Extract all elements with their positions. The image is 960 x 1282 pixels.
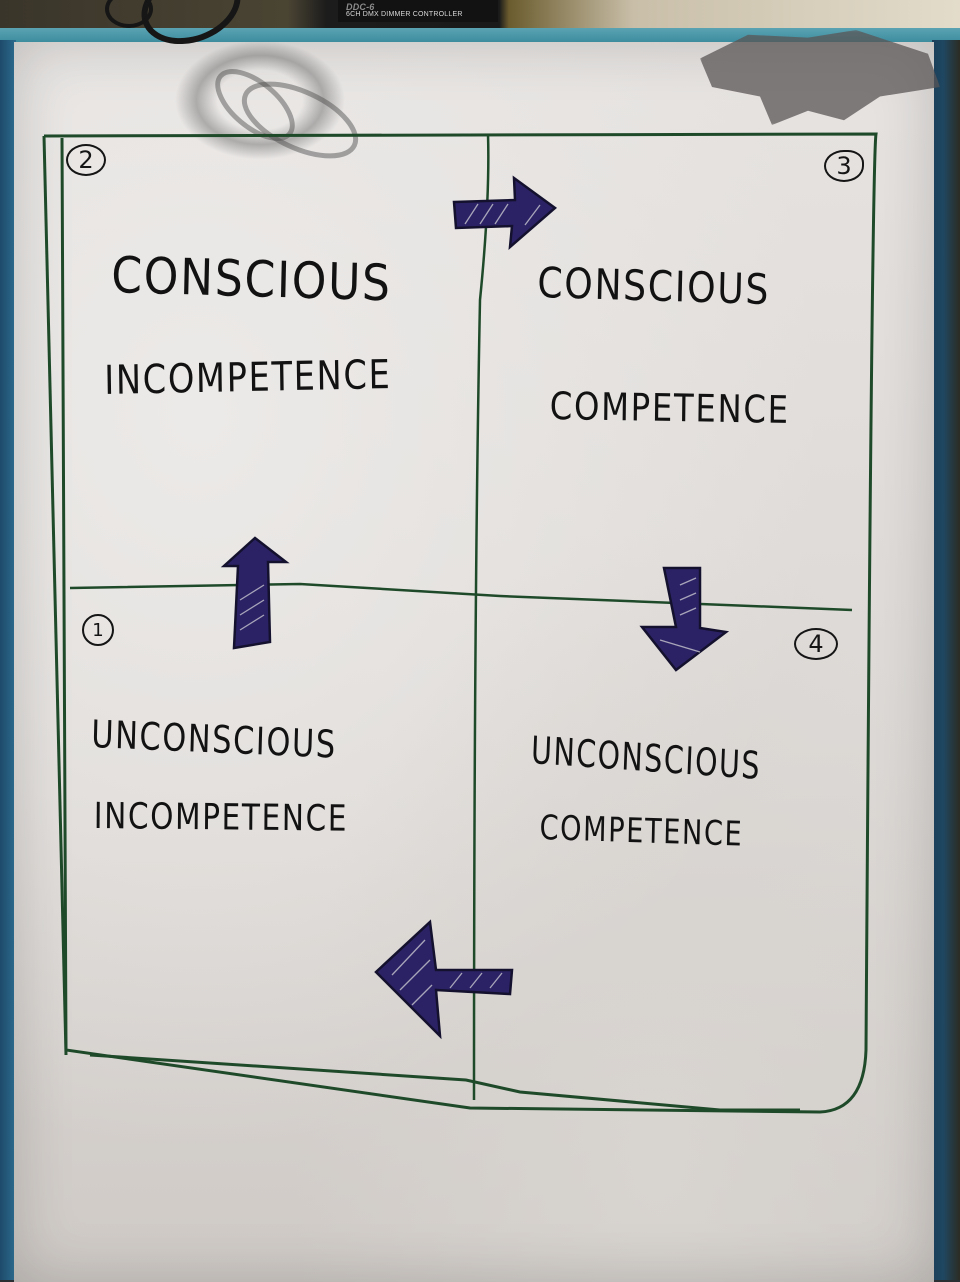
quadrant-label-line2: COMPETENCE [539, 808, 744, 855]
quadrant-label-line1: CONSCIOUS [536, 258, 771, 315]
quadrant-label-line1: CONSCIOUS [110, 246, 393, 313]
grid-vertical-divider [472, 133, 490, 1101]
quadrant-number-2: 2 [66, 144, 106, 176]
easel-right-edge [932, 40, 960, 1280]
grid-frame [43, 132, 878, 1114]
easel-left-edge [0, 40, 16, 1280]
quadrant-label-line2: INCOMPETENCE [93, 796, 349, 840]
quadrant-number-1: 1 [82, 614, 114, 646]
grid-horizontal-divider [69, 582, 853, 612]
cable-shadow-loops [215, 69, 359, 159]
arrow-right-icon [452, 175, 558, 250]
quadrant-number-4: 4 [794, 628, 838, 660]
arrow-left-icon [374, 919, 514, 1040]
quadrant-label-line2: COMPETENCE [549, 384, 790, 432]
cable-shadow [160, 30, 360, 170]
arrow-up-icon [220, 536, 290, 650]
quadrant-label-line2: INCOMPETENCE [104, 352, 392, 404]
device-subtitle: 6CH DMX DIMMER CONTROLLER [346, 11, 463, 18]
dimmer-controller-label: DDC-6 6CH DMX DIMMER CONTROLLER [338, 0, 498, 22]
cable-loop-icon [105, 0, 153, 28]
quadrant-number-3: 3 [824, 150, 864, 182]
arrow-down-icon [639, 566, 730, 672]
device-brand: DDC-6 [346, 2, 375, 12]
